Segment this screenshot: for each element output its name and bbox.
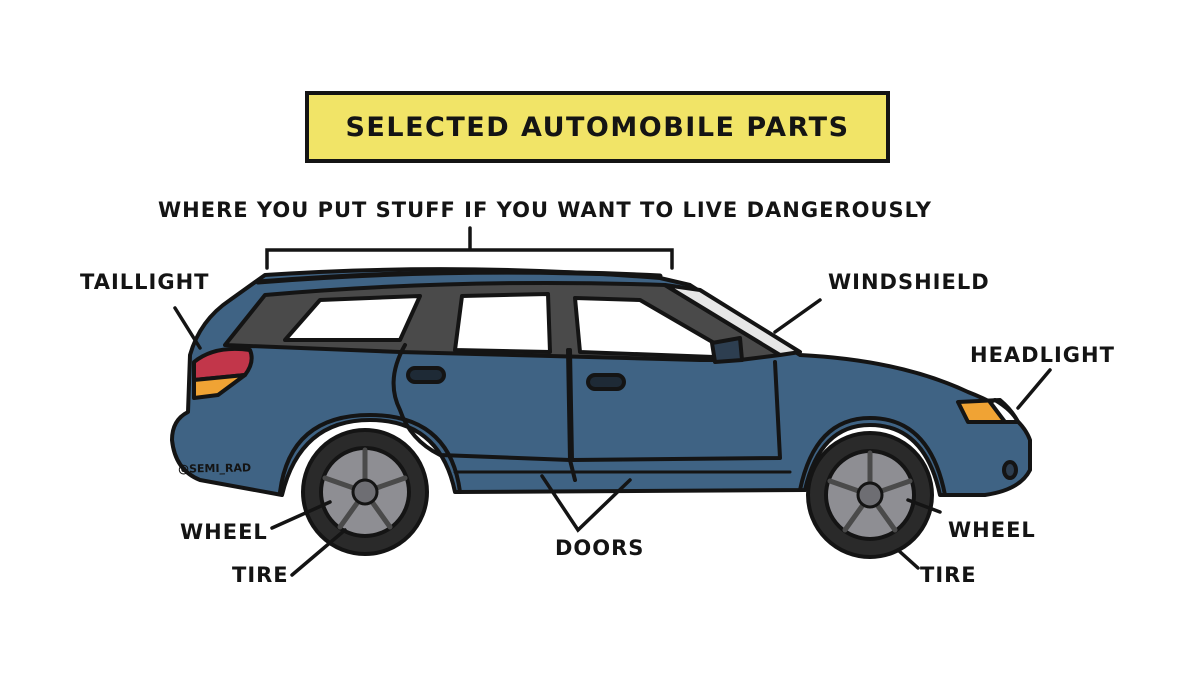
headlight-lens bbox=[988, 398, 1020, 424]
front-door-outline bbox=[568, 348, 782, 482]
doors-label: DOORS bbox=[555, 536, 645, 560]
front-door-window bbox=[573, 296, 742, 360]
windshield-glass bbox=[663, 283, 802, 357]
rear-hub bbox=[351, 478, 379, 506]
doors-callout bbox=[540, 474, 632, 533]
headlight-callout bbox=[1016, 368, 1052, 410]
front-wheel-callout bbox=[906, 498, 942, 514]
rear-door-outline bbox=[391, 343, 572, 462]
rear-wheel-arch bbox=[278, 413, 462, 494]
front-door-handle bbox=[586, 373, 626, 391]
roof-rail bbox=[255, 269, 663, 285]
rear-quarter-window bbox=[283, 294, 422, 342]
taillight-amber bbox=[192, 373, 247, 400]
side-mirror bbox=[710, 336, 744, 364]
front-wheel-arch bbox=[798, 416, 947, 497]
front-wheel-label: WHEEL bbox=[948, 518, 1036, 542]
taillight-lamp bbox=[192, 346, 254, 382]
taillight-callout bbox=[173, 306, 202, 350]
rear-door-window bbox=[453, 292, 552, 354]
rear-door-handle bbox=[406, 366, 446, 384]
headlight-label: HEADLIGHT bbox=[970, 343, 1115, 367]
front-hub bbox=[856, 481, 884, 509]
rear-wheel-callout bbox=[270, 500, 332, 530]
windshield-label: WINDSHIELD bbox=[828, 270, 990, 294]
page-title: SELECTED AUTOMOBILE PARTS bbox=[345, 111, 850, 143]
rear-tire-label: TIRE bbox=[232, 563, 289, 587]
taillight-label: TAILLIGHT bbox=[80, 270, 210, 294]
rear-wheel-label: WHEEL bbox=[180, 520, 268, 544]
title-banner: SELECTED AUTOMOBILE PARTS bbox=[305, 91, 890, 163]
windshield-callout bbox=[773, 298, 822, 334]
roof-bracket bbox=[265, 226, 674, 270]
rear-tire-callout bbox=[290, 528, 347, 577]
roof-label: WHERE YOU PUT STUFF IF YOU WANT TO LIVE … bbox=[158, 198, 932, 222]
fog-light bbox=[1002, 460, 1018, 480]
front-tire-callout bbox=[896, 548, 920, 570]
front-tire-label: TIRE bbox=[920, 563, 977, 587]
artist-signature: @SEMI_RAD bbox=[177, 461, 252, 476]
